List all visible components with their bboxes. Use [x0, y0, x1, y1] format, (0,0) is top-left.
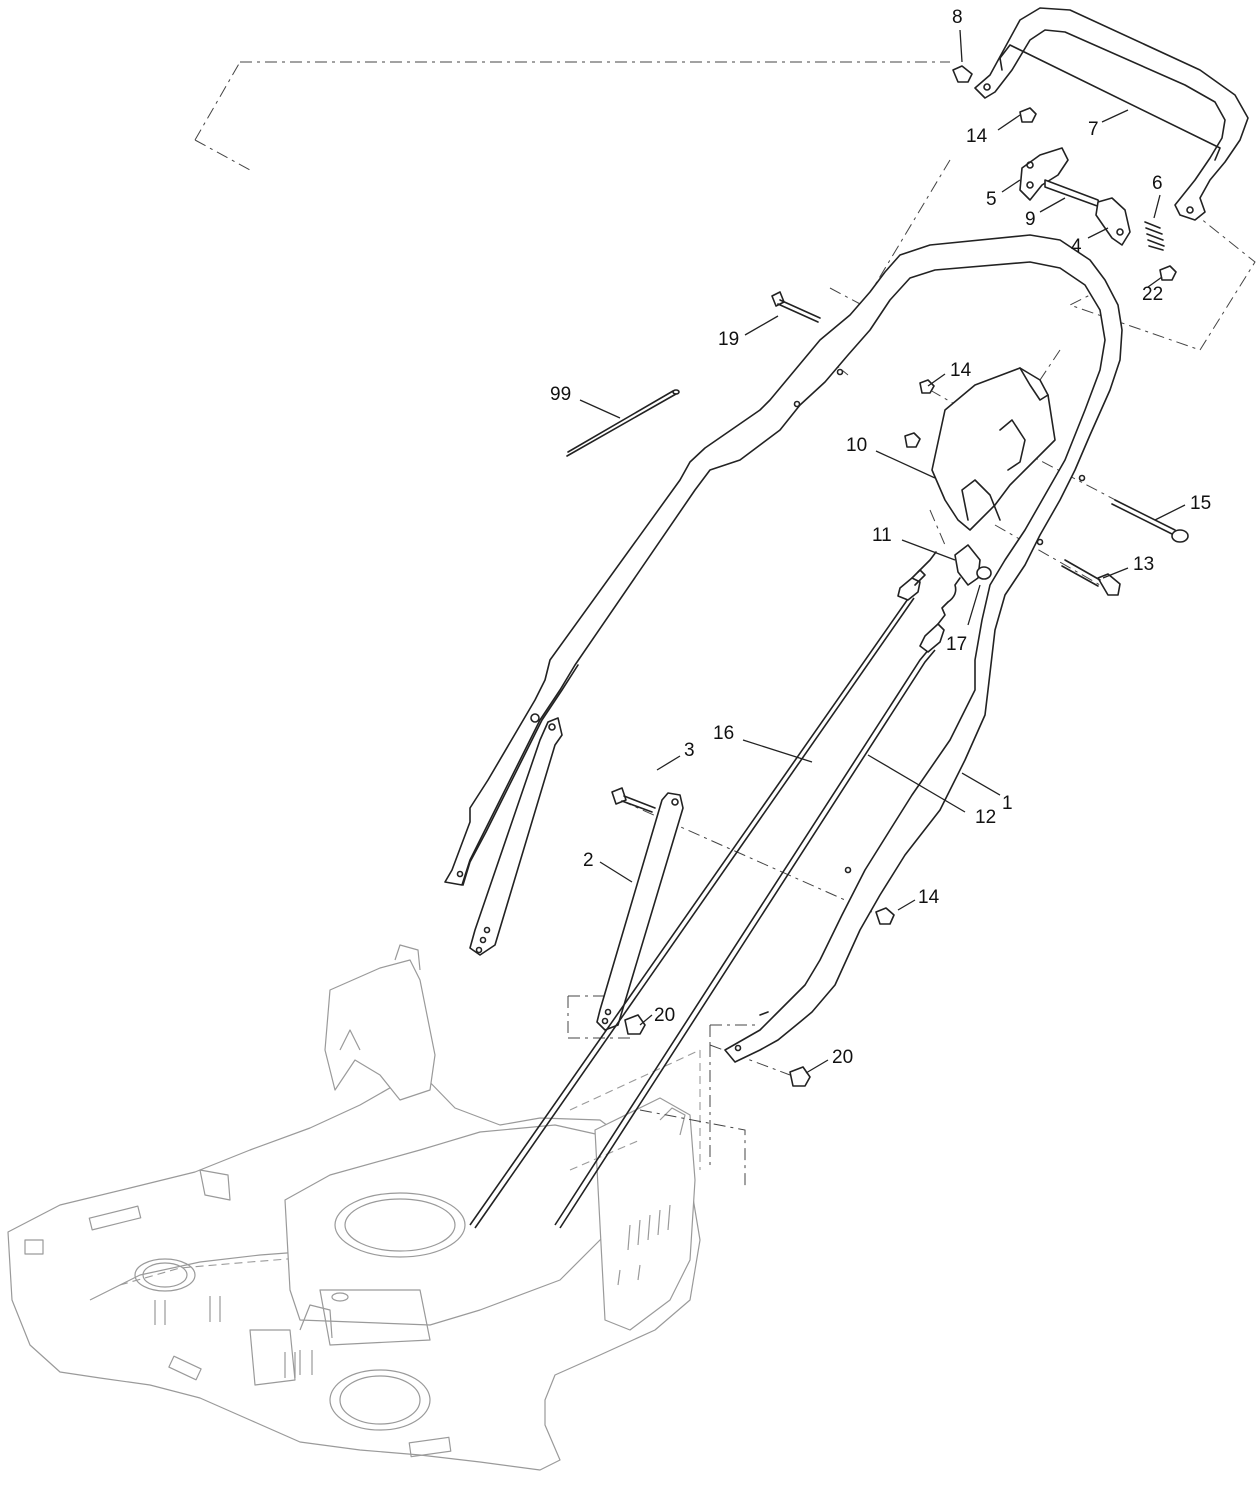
svg-text:16: 16: [713, 723, 734, 744]
svg-text:17: 17: [946, 634, 967, 655]
svg-text:19: 19: [718, 329, 739, 350]
svg-text:20: 20: [832, 1047, 853, 1068]
svg-text:8: 8: [952, 7, 963, 28]
callout-3: 3: [656, 740, 695, 771]
svg-text:13: 13: [1133, 554, 1154, 575]
svg-text:7: 7: [1088, 119, 1099, 140]
callout-17: 17: [946, 584, 981, 655]
svg-text:14: 14: [950, 360, 972, 381]
callout-9: 9: [1025, 197, 1066, 230]
svg-text:20: 20: [654, 1005, 675, 1026]
callout-14-lower: 14: [897, 887, 940, 911]
svg-text:14: 14: [966, 126, 988, 147]
bail-handle: [974, 7, 1249, 221]
svg-text:5: 5: [986, 189, 997, 210]
cables: [469, 551, 961, 1229]
support-braces: [469, 717, 684, 1031]
svg-text:11: 11: [872, 525, 892, 546]
callouts: 8 14 7 5 6 9 4 22: [550, 7, 1211, 1074]
callout-99: 99: [550, 384, 621, 419]
svg-text:9: 9: [1025, 209, 1036, 230]
callout-12: 12: [867, 754, 996, 828]
callout-5: 5: [986, 179, 1021, 210]
svg-text:4: 4: [1071, 236, 1082, 257]
svg-text:3: 3: [684, 740, 695, 761]
callout-14-top: 14: [966, 114, 1021, 147]
svg-text:1: 1: [1002, 793, 1013, 814]
mower-deck-ghost: [7, 944, 701, 1471]
svg-text:6: 6: [1152, 173, 1163, 194]
svg-text:22: 22: [1142, 284, 1163, 305]
svg-text:12: 12: [975, 807, 996, 828]
callout-20-left: 20: [639, 1005, 675, 1026]
svg-text:14: 14: [918, 887, 940, 908]
callout-19: 19: [718, 315, 779, 350]
svg-text:99: 99: [550, 384, 571, 405]
callout-7: 7: [1088, 109, 1129, 140]
callout-1: 1: [961, 772, 1013, 814]
svg-text:2: 2: [583, 850, 594, 871]
hardware: [566, 65, 1189, 1087]
main-handle: [444, 234, 1123, 1063]
callout-4: 4: [1071, 227, 1109, 257]
callout-11: 11: [872, 525, 956, 561]
svg-text:15: 15: [1190, 493, 1211, 514]
callout-10: 10: [846, 435, 936, 479]
callout-20-right: 20: [805, 1047, 853, 1074]
callout-14-middle: 14: [927, 360, 972, 387]
callout-6: 6: [1152, 173, 1163, 219]
callout-22: 22: [1142, 276, 1163, 305]
callout-2: 2: [583, 850, 633, 883]
callout-15: 15: [1154, 493, 1211, 521]
callout-8: 8: [952, 7, 963, 63]
svg-text:10: 10: [846, 435, 867, 456]
callout-13: 13: [1102, 554, 1154, 579]
callout-16: 16: [713, 723, 813, 763]
